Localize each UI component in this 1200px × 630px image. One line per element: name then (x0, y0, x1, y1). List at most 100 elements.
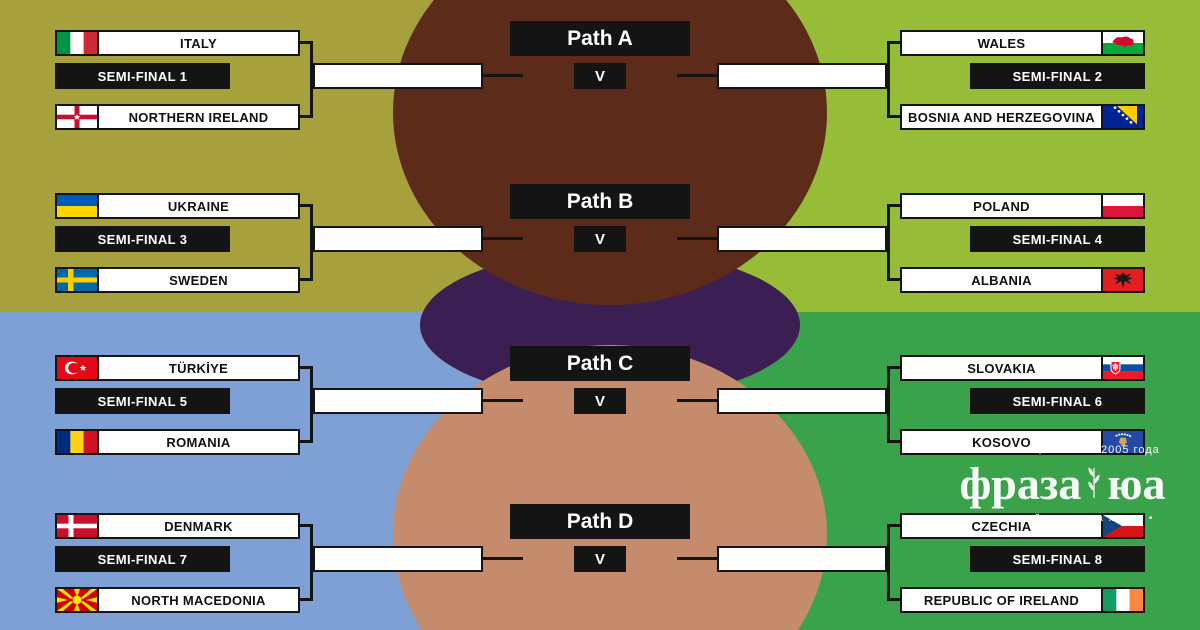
bracket-line (887, 41, 900, 44)
team-name: TÜRKİYE (168, 360, 229, 376)
slovakia-flag-icon (1101, 357, 1143, 379)
semi-final-5-label: SEMI-FINAL 5 (55, 388, 230, 414)
czechia-flag-icon (1101, 515, 1143, 537)
versus-badge: V (574, 226, 626, 252)
team-box-romania: ROMANIA (55, 429, 300, 455)
winner-slot-left (313, 546, 483, 572)
watermark-tagline-right: 2005 года (1101, 443, 1160, 456)
path-c-banner: Path C (510, 346, 690, 381)
bracket-line (887, 278, 900, 281)
bracket-line (300, 278, 313, 281)
winner-slot-left (313, 388, 483, 414)
bracket-line (887, 524, 890, 601)
team-name: REPUBLIC OF IRELAND (923, 592, 1080, 608)
path-a-bracket: ITALY SEMI-FINAL 1 NORTHERN IRELAND Path… (0, 21, 1200, 133)
bracket-line (677, 399, 717, 402)
winner-slot-right (717, 546, 887, 572)
team-box-north-macedonia: NORTH MACEDONIA (55, 587, 300, 613)
path-c-bracket: TÜRKİYE SEMI-FINAL 5 ROMANIA Path C V SL… (0, 346, 1200, 458)
bracket-line (310, 524, 313, 601)
team-box-wales: WALES (900, 30, 1145, 56)
semi-final-4-label: SEMI-FINAL 4 (970, 226, 1145, 252)
team-name: UKRAINE (167, 198, 230, 214)
bracket-line (300, 204, 313, 207)
leaf-ornament-icon (1086, 458, 1102, 511)
bracket-line (310, 366, 313, 443)
winner-slot-right (717, 388, 887, 414)
team-name: SWEDEN (169, 272, 228, 288)
semi-final-1-label: SEMI-FINAL 1 (55, 63, 230, 89)
northern-ireland-flag-icon (57, 106, 99, 128)
site-watermark: со 2005 года фраза юа • авторский взгляд… (925, 441, 1200, 524)
bracket-line (677, 557, 717, 560)
team-name: SLOVAKIA (967, 360, 1036, 376)
team-box-northern-ireland: NORTHERN IRELAND (55, 104, 300, 130)
bracket-line (887, 366, 890, 443)
bracket-line (300, 115, 313, 118)
bracket-line (887, 366, 900, 369)
bracket-line (300, 598, 313, 601)
winner-slot-left (313, 226, 483, 252)
republic-of-ireland-flag-icon (1101, 589, 1143, 611)
path-d-bracket: DENMARK SEMI-FINAL 7 NORTH MACEDONIA Pat… (0, 504, 1200, 616)
bracket-line (310, 204, 313, 281)
bracket-line (483, 557, 523, 560)
team-name: BOSNIA AND HERZEGOVINA (908, 109, 1095, 125)
bracket-line (483, 399, 523, 402)
bracket-line (483, 237, 523, 240)
team-box-sweden: SWEDEN (55, 267, 300, 293)
romania-flag-icon (57, 431, 99, 453)
bracket-line (887, 41, 890, 118)
team-name: NORTHERN IRELAND (128, 109, 269, 125)
semi-final-3-label: SEMI-FINAL 3 (55, 226, 230, 252)
semi-final-2-label: SEMI-FINAL 2 (970, 63, 1145, 89)
team-name: ROMANIA (166, 434, 231, 450)
winner-slot-right (717, 63, 887, 89)
bracket-line (300, 41, 313, 44)
bosnia-and-herzegovina-flag-icon (1101, 106, 1143, 128)
team-box-poland: POLAND (900, 193, 1145, 219)
ornament-rule (986, 449, 1029, 450)
team-box-ukraine: UKRAINE (55, 193, 300, 219)
bracket-line (677, 74, 717, 77)
team-box-turkiye: TÜRKİYE (55, 355, 300, 381)
bracket-line (483, 74, 523, 77)
turkiye-flag-icon (57, 357, 99, 379)
bracket-line (677, 237, 717, 240)
ukraine-flag-icon (57, 195, 99, 217)
bracket-line (300, 440, 313, 443)
north-macedonia-flag-icon (57, 589, 99, 611)
semi-final-7-label: SEMI-FINAL 7 (55, 546, 230, 572)
watermark-brand-right: юа (1107, 458, 1166, 509)
watermark-slogan: • авторский взгляд на жизнь • (970, 512, 1155, 524)
bracket-line (300, 524, 313, 527)
bracket-line (310, 41, 313, 118)
path-b-bracket: UKRAINE SEMI-FINAL 3 SWEDEN Path B V POL… (0, 184, 1200, 296)
team-box-czechia: CZECHIA (900, 513, 1145, 539)
bracket-line (887, 440, 900, 443)
team-name: ALBANIA (971, 272, 1032, 288)
path-a-banner: Path A (510, 21, 690, 56)
team-name: POLAND (973, 198, 1030, 214)
semi-final-6-label: SEMI-FINAL 6 (970, 388, 1145, 414)
team-name: WALES (977, 35, 1026, 51)
team-name: DENMARK (164, 518, 233, 534)
kosovo-flag-icon (1101, 431, 1143, 453)
team-box-denmark: DENMARK (55, 513, 300, 539)
italy-flag-icon (57, 32, 99, 54)
bracket-line (887, 524, 900, 527)
team-name: KOSOVO (972, 434, 1031, 450)
team-name: CZECHIA (971, 518, 1032, 534)
team-box-bosnia-and-herzegovina: BOSNIA AND HERZEGOVINA (900, 104, 1145, 130)
denmark-flag-icon (57, 515, 99, 537)
team-name: NORTH MACEDONIA (131, 592, 266, 608)
bracket-line (887, 115, 900, 118)
watermark-brand: фраза юа (925, 458, 1200, 511)
versus-badge: V (574, 546, 626, 572)
sweden-flag-icon (57, 269, 99, 291)
watermark-tagline: со 2005 года (925, 441, 1200, 458)
bracket-line (887, 204, 890, 281)
semi-final-8-label: SEMI-FINAL 8 (970, 546, 1145, 572)
team-box-italy: ITALY (55, 30, 300, 56)
